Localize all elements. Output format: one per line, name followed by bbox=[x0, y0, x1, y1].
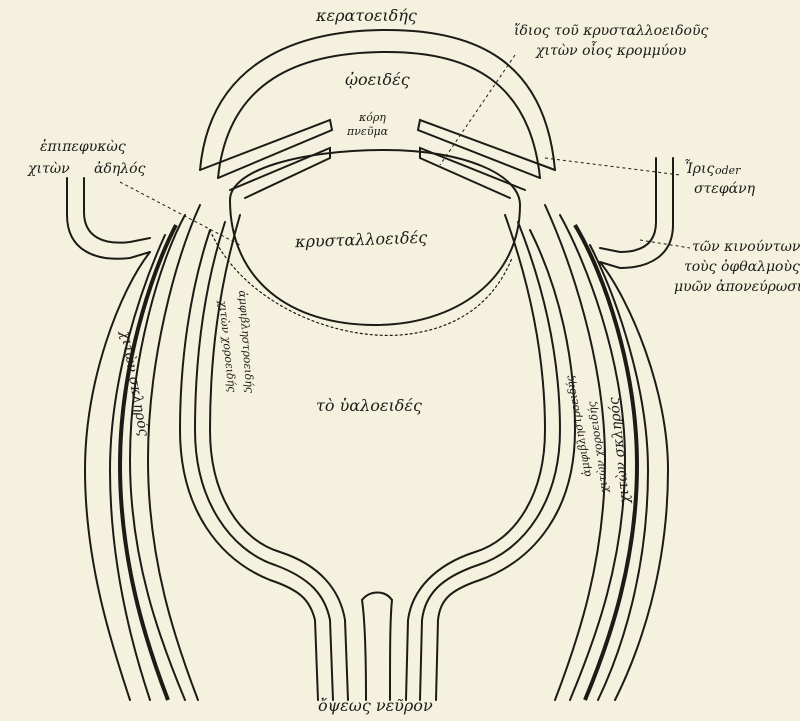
label-iris-or: oder bbox=[715, 165, 740, 176]
retina-left-mid bbox=[195, 222, 333, 700]
label-pupil-2: πνεῦμα bbox=[347, 126, 388, 137]
conjunctiva-right-outer bbox=[600, 158, 673, 268]
leader-conjunctiva bbox=[120, 182, 240, 245]
label-iris-2: στεφάνη bbox=[694, 182, 755, 196]
leader-iris bbox=[545, 158, 680, 175]
conjunctiva-left-inner bbox=[84, 178, 150, 243]
optic-nerve-left bbox=[362, 600, 366, 700]
retina-left-inner bbox=[210, 215, 348, 700]
optic-nerve-right bbox=[390, 600, 392, 700]
conjunctiva-right-inner bbox=[600, 158, 656, 252]
choroid-left-b bbox=[148, 205, 200, 700]
label-optic-nerve: ὄψεως νεῦρον bbox=[318, 698, 433, 714]
label-pupil-1: κόρη bbox=[359, 112, 386, 123]
label-lens-capsule-2: χιτὼν οἷος κρομμύου bbox=[536, 44, 686, 58]
label-iris-1: Ἶρις bbox=[684, 162, 714, 176]
label-cornea: κερατοειδής bbox=[316, 8, 417, 24]
label-conjunctiva-3: ἀδηλός bbox=[94, 162, 145, 176]
label-conjunctiva-1: ἐπιπεφυκὼς bbox=[40, 140, 126, 154]
label-aqueous: ᾠοειδές bbox=[345, 72, 410, 88]
optic-nerve-cap bbox=[362, 593, 392, 601]
label-conjunctiva-2: χιτὼν bbox=[28, 162, 70, 176]
label-muscles-1: τῶν κινούντων bbox=[692, 240, 800, 254]
choroid-left-a bbox=[130, 215, 185, 700]
retina-right-outer bbox=[436, 230, 575, 700]
label-lens: κρυσταλλοειδές bbox=[295, 230, 428, 251]
label-muscles-3: μυῶν ἀπονεύρωσις bbox=[674, 280, 800, 294]
label-lens-capsule-1: ἴδιος τοῦ κρυσταλλοειδοῦς bbox=[514, 24, 708, 38]
label-muscles-2: τοὺς ὀφθαλμοὺς bbox=[684, 260, 800, 274]
retina-right-inner bbox=[406, 215, 545, 700]
ciliary-right bbox=[420, 148, 525, 198]
conjunctiva-left-outer bbox=[67, 178, 150, 259]
label-vitreous: τὸ ὑαλοειδές bbox=[316, 398, 422, 414]
